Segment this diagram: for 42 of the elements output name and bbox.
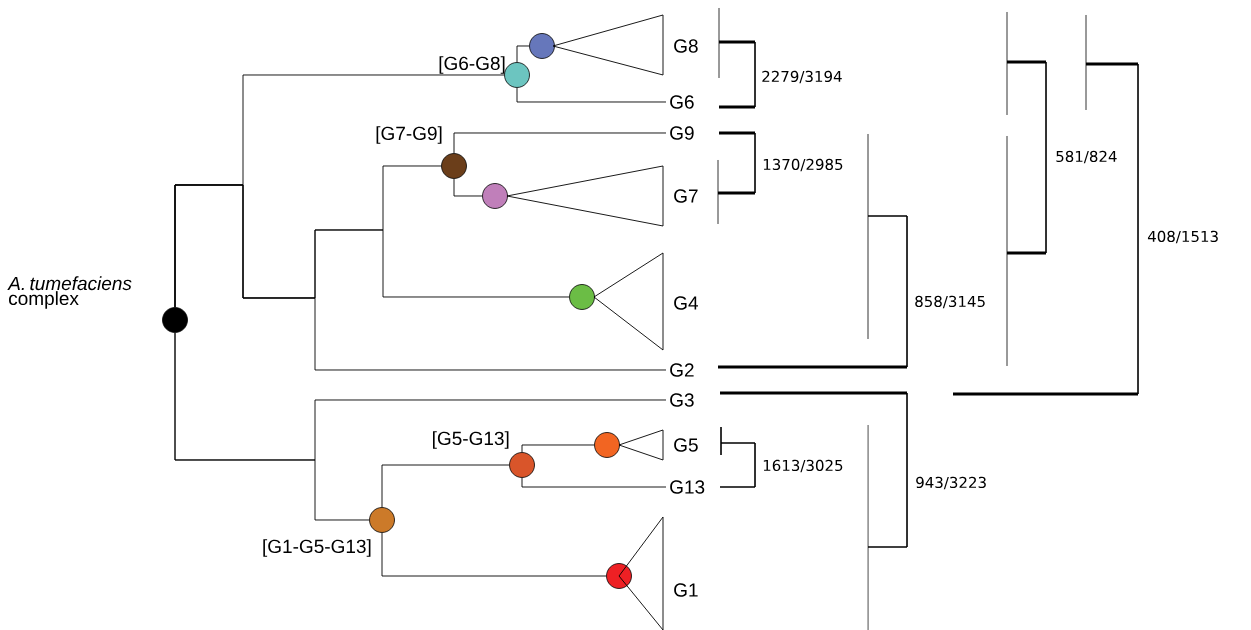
- node-label: G1: [674, 583, 698, 597]
- clade-label: [G1-G5-G13]: [263, 539, 371, 557]
- collapsed-clade: G8: [552, 14, 698, 76]
- support-value: 581/824: [1056, 150, 1117, 164]
- clade-label: [G5-G13]: [433, 431, 509, 449]
- node-label: G5: [674, 438, 698, 452]
- tree-branch: [174, 184, 667, 371]
- clade-node-marker: [594, 432, 620, 458]
- tree-branch: [521, 477, 667, 488]
- taxon-label: G9: [670, 126, 694, 140]
- node-label: G7: [674, 189, 698, 203]
- tree-branch: [453, 178, 483, 197]
- support-value: 2279/3194: [762, 70, 842, 84]
- collapsed-clade: G1: [618, 516, 698, 630]
- collapsed-clade: G7: [506, 165, 698, 227]
- tree-branch: [381, 464, 510, 508]
- support-value: 408/1513: [1147, 230, 1218, 244]
- collapsed-clade: G5: [618, 429, 698, 461]
- support-value: 858/3145: [915, 295, 985, 309]
- support-value: 1370/2985: [763, 158, 843, 172]
- clade-node-marker: [482, 183, 508, 209]
- taxon-label: G2: [670, 363, 694, 377]
- clade-node-marker: [606, 563, 632, 589]
- tree-branch: [453, 132, 667, 154]
- tree-branch: [516, 45, 530, 63]
- clade-label: [G7-G9]: [376, 126, 442, 144]
- support-value: 943/3223: [916, 476, 986, 490]
- clade-node-marker: [569, 284, 595, 310]
- tree-branch: [521, 444, 595, 453]
- taxon-label: G13: [670, 480, 705, 494]
- support-value: 1613/3025: [763, 459, 843, 473]
- taxon-label: G6: [670, 95, 694, 109]
- clade-label: [G6-G8]: [439, 56, 505, 74]
- clade-label: A. tumefaciens complex: [7, 276, 132, 309]
- node-label: G4: [674, 296, 698, 310]
- tree-branch: [381, 532, 607, 577]
- node-label: G8: [674, 39, 698, 53]
- clade-node-marker: [529, 33, 555, 59]
- tree-branch: [174, 332, 370, 521]
- tree-branch: [516, 87, 667, 103]
- collapsed-clade: G4: [593, 252, 698, 351]
- taxon-label: G3: [670, 393, 694, 407]
